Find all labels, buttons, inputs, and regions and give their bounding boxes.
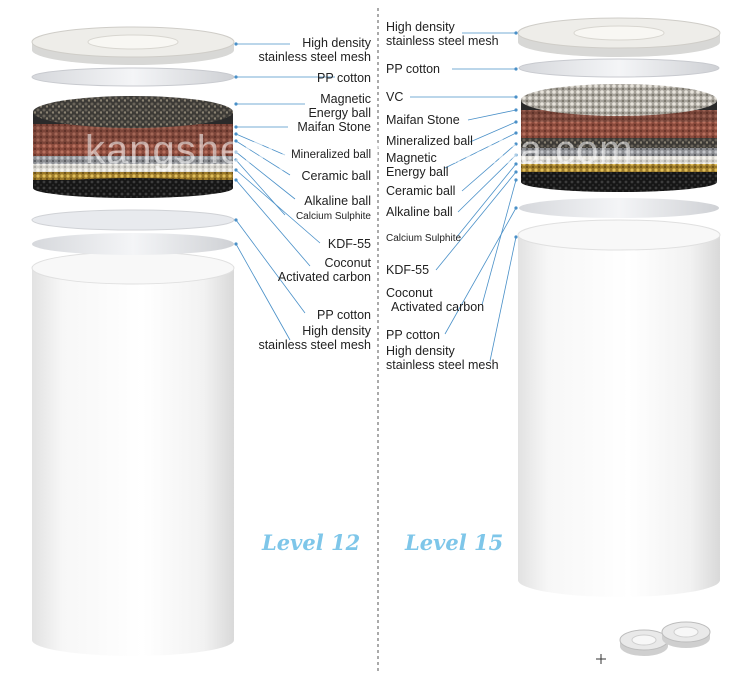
left-leader-lines — [236, 44, 335, 340]
right-layer-magnetic — [521, 138, 717, 148]
right-cap-mesh-icon — [574, 26, 664, 40]
left-mesh-bottom — [32, 210, 234, 230]
left-pp-cotton-bottom — [32, 233, 234, 255]
right-cylinder-body — [518, 235, 720, 597]
right-leader-dots — [514, 31, 517, 238]
right-label-magnetic-1: Magnetic — [386, 151, 437, 165]
left-level-label: Level 12 — [262, 530, 360, 555]
right-layer-ceramic — [521, 148, 717, 156]
left-label-ceramic: Ceramic ball — [302, 169, 371, 183]
left-leader-dots — [234, 42, 237, 245]
right-label-vc: VC — [386, 90, 403, 104]
left-label-alkaline: Alkaline ball — [304, 194, 371, 208]
right-cartridge — [518, 18, 720, 597]
left-cylinder-top — [32, 252, 234, 284]
right-label-alkaline: Alkaline ball — [386, 205, 453, 219]
left-label-mineralized: Mineralized ball — [291, 148, 371, 162]
right-label-coconut-1: Coconut — [386, 286, 433, 300]
right-label-ceramic: Ceramic ball — [386, 184, 455, 198]
spare-mesh-discs — [620, 622, 710, 656]
right-layer-alkaline — [521, 156, 717, 164]
left-label-coconut-1: Coconut — [324, 256, 371, 270]
right-layer-vc — [521, 84, 717, 116]
left-label-mesh-bottom-2: stainless steel mesh — [258, 338, 371, 352]
left-stack-bottom — [33, 178, 233, 198]
left-label-kdf: KDF-55 — [328, 237, 371, 251]
left-pp-cotton-top — [32, 68, 234, 86]
left-cartridge — [32, 27, 234, 656]
left-label-maifan: Maifan Stone — [297, 120, 371, 134]
right-label-magnetic-2: Energy ball — [386, 165, 449, 179]
right-label-mesh-top-1: High density — [386, 20, 455, 34]
right-label-pp-cotton-bottom: PP cotton — [386, 328, 440, 342]
right-pp-cotton-top — [519, 59, 719, 77]
left-layer-alkaline — [33, 164, 233, 172]
left-label-mesh-bottom-1: High density — [302, 324, 371, 338]
left-layer-mineralized — [33, 144, 233, 156]
right-label-maifan: Maifan Stone — [386, 113, 460, 127]
right-label-calcium: Calcium Sulphite — [386, 232, 461, 246]
left-label-coconut-2: Activated carbon — [278, 270, 371, 284]
left-cylinder-body — [32, 268, 234, 656]
left-layer-ceramic — [33, 156, 233, 164]
right-label-pp-cotton-top: PP cotton — [386, 62, 440, 76]
right-label-kdf: KDF-55 — [386, 263, 429, 277]
left-label-calcium: Calcium Sulphite — [296, 210, 371, 224]
plus-icon — [596, 654, 606, 664]
right-layer-mineralized — [521, 122, 717, 138]
right-label-mesh-bottom-1: High density — [386, 344, 455, 358]
right-label-mesh-top-2: stainless steel mesh — [386, 34, 499, 48]
left-label-mesh-top-1: High density — [302, 36, 371, 50]
left-label-pp-cotton-bottom: PP cotton — [317, 308, 371, 322]
left-label-pp-cotton-top: PP cotton — [317, 71, 371, 85]
right-label-coconut-2: Activated carbon — [391, 300, 484, 314]
left-label-mesh-top-2: stainless steel mesh — [258, 50, 371, 64]
right-cylinder-top — [518, 220, 720, 250]
left-label-magnetic-1: Magnetic — [320, 92, 371, 106]
left-cap-mesh-icon — [88, 35, 178, 49]
right-layer-kdf — [521, 164, 717, 172]
right-pp-cotton-bottom — [519, 198, 719, 218]
right-label-mesh-bottom-2: stainless steel mesh — [386, 358, 499, 372]
right-level-label: Level 15 — [405, 530, 503, 555]
left-label-magnetic-2: Energy ball — [308, 106, 371, 120]
right-stack-bottom — [521, 172, 717, 192]
right-label-mineralized: Mineralized ball — [386, 134, 473, 148]
left-layer-magnetic — [33, 96, 233, 128]
